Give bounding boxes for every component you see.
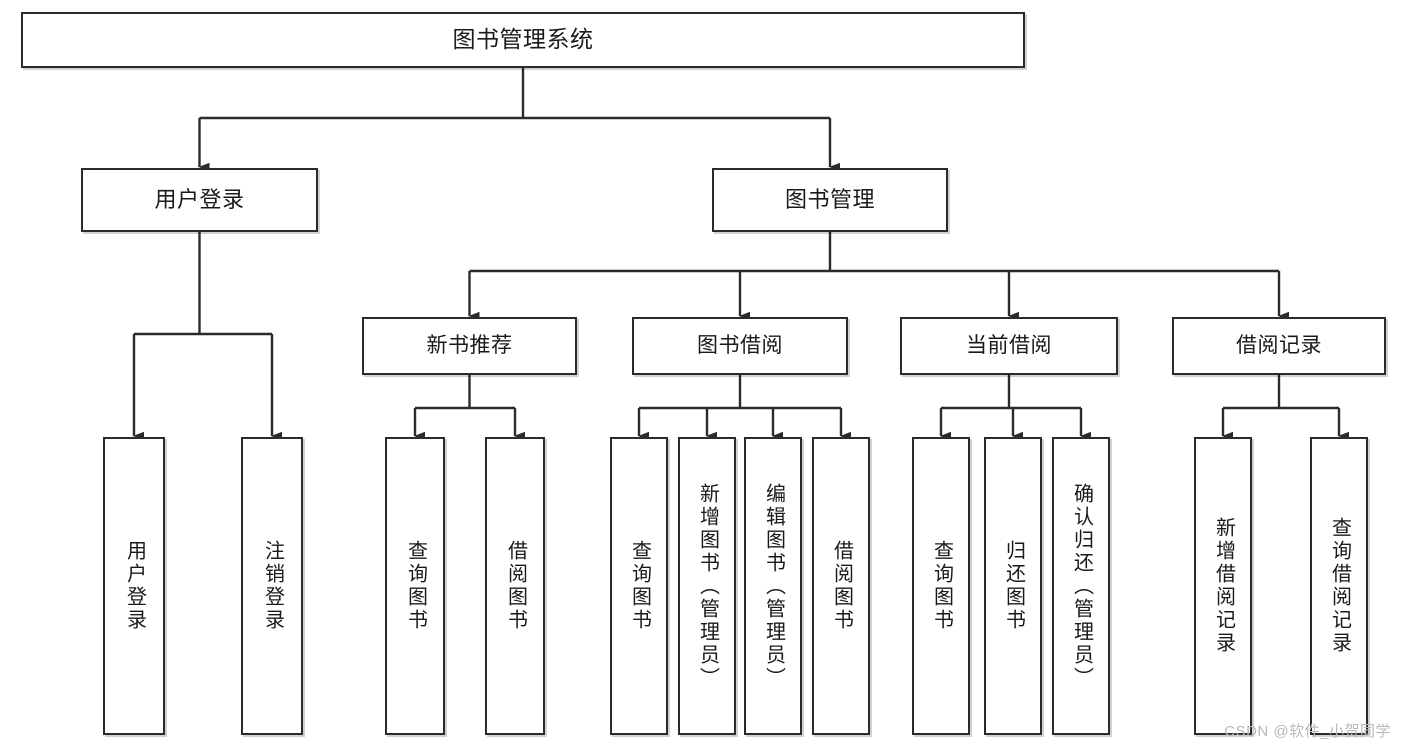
node-label: 图书管理系统 [452,26,594,53]
node-label: 用户登录 [154,186,245,212]
node-borrow[interactable]: 图书借阅 [632,317,848,375]
node-bookmgmt[interactable]: 图书管理 [712,168,948,232]
node-label: 查询图书 [628,540,651,632]
node-label: 用户登录 [123,540,146,632]
node-label: 查询图书 [404,540,427,632]
node-leaf8[interactable]: 借阅图书 [812,437,870,735]
node-leaf2[interactable]: 注销登录 [241,437,303,735]
node-login[interactable]: 用户登录 [81,168,318,232]
node-leaf10[interactable]: 归还图书 [984,437,1042,735]
node-leaf6[interactable]: 新增图书（管理员） [678,437,736,735]
node-label: 归还图书 [1002,540,1025,632]
node-label: 确认归还（管理员） [1070,482,1093,690]
node-leaf9[interactable]: 查询图书 [912,437,970,735]
node-label: 查询图书 [930,540,953,632]
node-record[interactable]: 借阅记录 [1172,317,1386,375]
node-label: 查询借阅记录 [1328,517,1351,655]
edge-group [132,68,1349,441]
node-label: 新书推荐 [426,334,513,358]
node-label: 编辑图书（管理员） [762,482,785,690]
node-newbook[interactable]: 新书推荐 [362,317,577,375]
node-label: 借阅记录 [1236,334,1322,358]
node-label: 借阅图书 [504,540,527,632]
node-leaf5[interactable]: 查询图书 [610,437,668,735]
node-label: 注销登录 [261,540,284,632]
node-leaf1[interactable]: 用户登录 [103,437,165,735]
node-leaf7[interactable]: 编辑图书（管理员） [744,437,802,735]
node-leaf11[interactable]: 确认归还（管理员） [1052,437,1110,735]
node-current[interactable]: 当前借阅 [900,317,1118,375]
watermark-credit: CSDN @软件_小贺同学 [1224,723,1391,740]
node-leaf13[interactable]: 查询借阅记录 [1310,437,1368,735]
node-label: 借阅图书 [830,540,853,632]
node-label: 新增借阅记录 [1212,517,1235,655]
node-label: 新增图书（管理员） [696,482,719,690]
node-label: 图书管理 [784,186,875,212]
node-label: 当前借阅 [966,334,1052,358]
node-leaf12[interactable]: 新增借阅记录 [1194,437,1252,735]
node-root[interactable]: 图书管理系统 [21,12,1025,68]
node-leaf3[interactable]: 查询图书 [385,437,445,735]
node-label: 图书借阅 [697,334,783,358]
node-leaf4[interactable]: 借阅图书 [485,437,545,735]
